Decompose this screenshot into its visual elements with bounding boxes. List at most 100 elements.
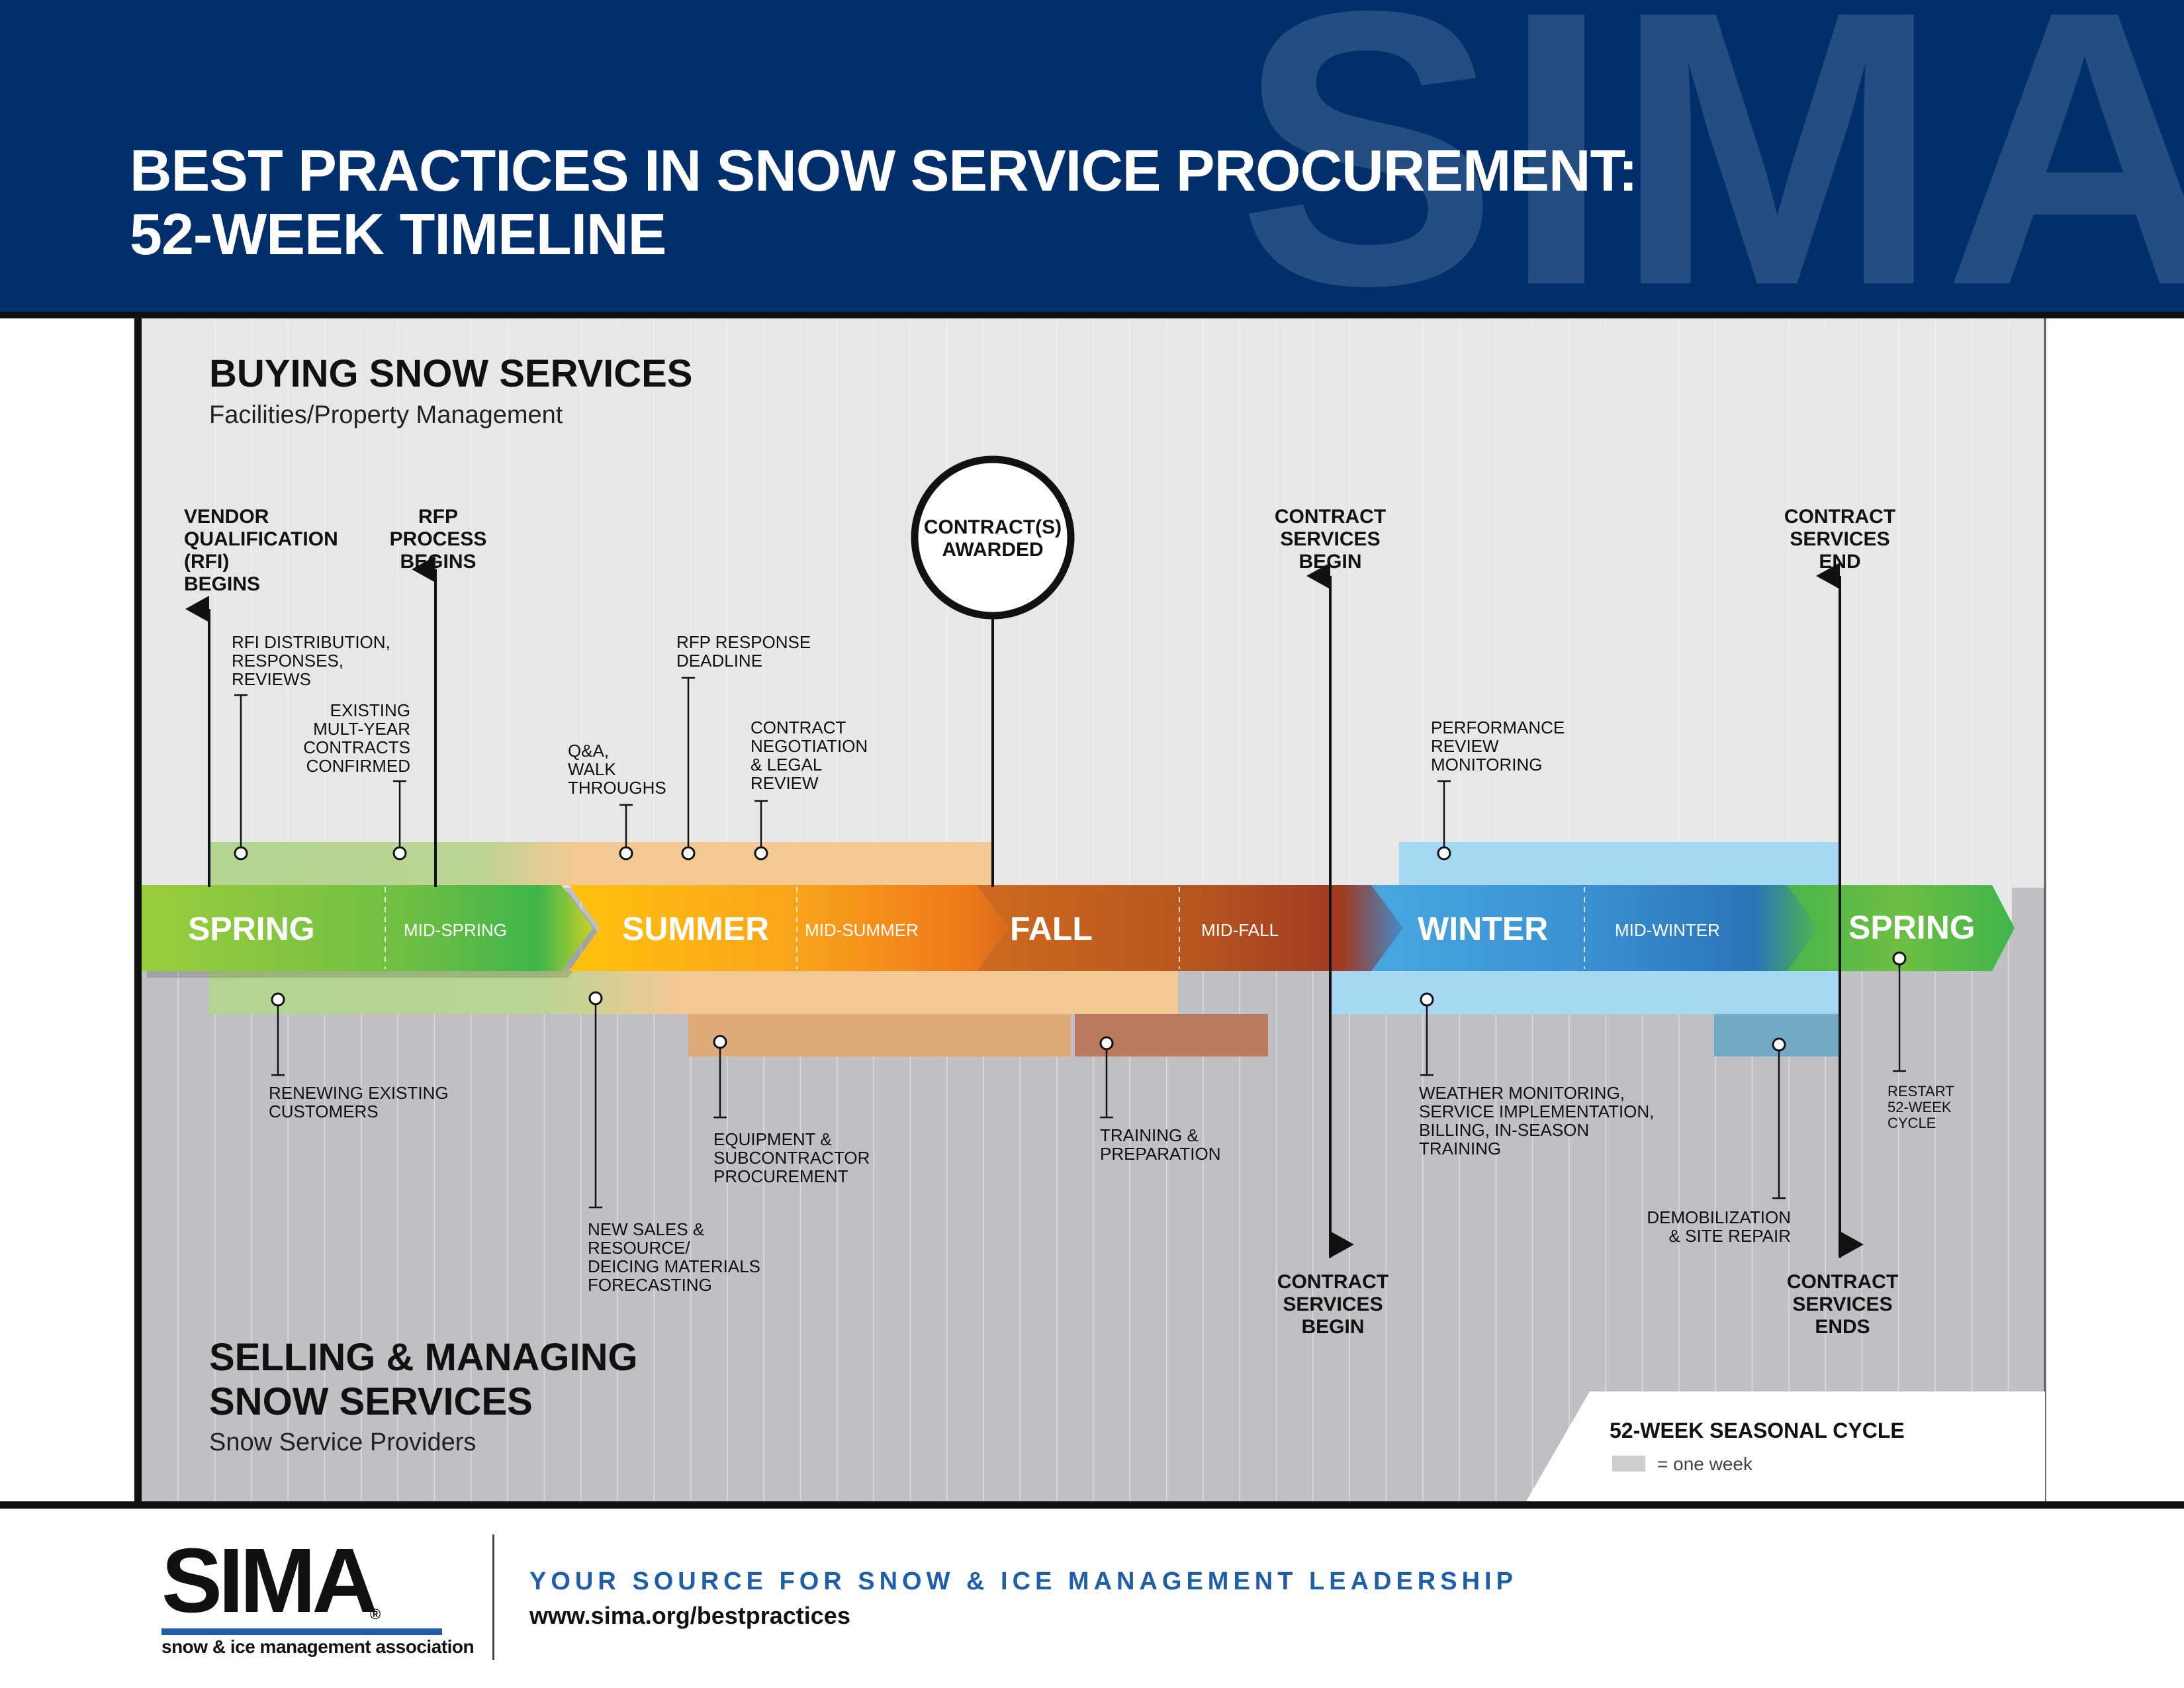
rfp-process-label-3: BEGINS xyxy=(400,551,476,573)
sima-logo: SIMA ® snow & ice management association xyxy=(161,1530,475,1657)
season-spring-end-arrow xyxy=(1787,885,2015,971)
pin-equipment xyxy=(713,1035,727,1049)
rfi-label-3: REVIEWS xyxy=(232,669,311,689)
legend-item: = one week xyxy=(1657,1454,1753,1474)
restart-label-2: 52-WEEK xyxy=(1888,1099,1952,1115)
rfp-process-label-2: PROCESS xyxy=(390,528,487,550)
logo-wordmark: SIMA xyxy=(161,1530,378,1632)
band-rfi-rfp xyxy=(209,842,993,886)
vendor-qual-label-3: (RFI) xyxy=(184,551,229,573)
title-line-2: 52-WEEK TIMELINE xyxy=(130,201,666,267)
new-sales-label-1: NEW SALES & xyxy=(588,1219,704,1239)
label-spring: SPRING xyxy=(188,910,315,947)
multi-year-label-1: EXISTING xyxy=(330,700,410,720)
footer-url[interactable]: www.sima.org/bestpractices xyxy=(529,1602,850,1629)
services-begin-top-2: SERVICES xyxy=(1280,528,1380,550)
performance-label-2: REVIEW xyxy=(1431,736,1499,756)
pin-rfi xyxy=(234,846,248,861)
legend-title: 52-WEEK SEASONAL CYCLE xyxy=(1610,1419,1905,1442)
page-title: BEST PRACTICES IN SNOW SERVICE PROCUREME… xyxy=(130,139,1638,267)
weather-label-2: SERVICE IMPLEMENTATION, xyxy=(1419,1102,1654,1121)
rfi-label-2: RESPONSES, xyxy=(232,651,343,671)
label-summer: SUMMER xyxy=(622,910,769,947)
performance-label-3: MONITORING xyxy=(1431,755,1543,774)
buying-subtitle: Facilities/Property Management xyxy=(209,401,563,429)
sima-watermark: SIMA xyxy=(1238,0,2184,314)
demob-label-1: DEMOBILIZATION xyxy=(1647,1207,1791,1227)
weather-label-1: WEATHER MONITORING, xyxy=(1419,1083,1625,1103)
band-service xyxy=(1332,968,1841,1014)
services-end-top-3: END xyxy=(1819,551,1860,573)
season-winter-arrow xyxy=(1371,885,1821,971)
weather-label-4: TRAINING xyxy=(1419,1139,1501,1158)
left-rule xyxy=(134,315,142,1507)
rfi-label-1: RFI DISTRIBUTION, xyxy=(232,632,390,652)
label-mid-fall: MID-FALL xyxy=(1201,920,1279,940)
services-ends-bottom-3: ENDS xyxy=(1815,1316,1870,1338)
multi-year-label-2: MULT-YEAR xyxy=(313,719,410,739)
footer-separator xyxy=(492,1534,494,1660)
label-mid-summer: MID-SUMMER xyxy=(805,920,919,940)
multi-year-label-4: CONFIRMED xyxy=(306,756,410,776)
buying-title: BUYING SNOW SERVICES xyxy=(209,352,693,395)
services-begin-bottom-3: BEGIN xyxy=(1301,1316,1364,1338)
logo-subtitle: snow & ice management association xyxy=(161,1636,475,1657)
pin-qa xyxy=(619,846,633,861)
negotiation-label-4: REVIEW xyxy=(751,773,819,793)
pin-restart xyxy=(1892,951,1907,966)
label-spring-end: SPRING xyxy=(1848,909,1976,946)
band-performance xyxy=(1399,842,1839,886)
demob-label-2: & SITE REPAIR xyxy=(1669,1226,1791,1246)
pin-performance xyxy=(1437,846,1451,861)
contract-awarded-circle xyxy=(911,455,1075,620)
header-banner: SIMA BEST PRACTICES IN SNOW SERVICE PROC… xyxy=(0,0,2184,314)
services-begin-top-3: BEGIN xyxy=(1298,551,1361,573)
services-ends-bottom-1: CONTRACT xyxy=(1787,1271,1898,1293)
band-equipment xyxy=(688,1014,1071,1056)
label-mid-spring: MID-SPRING xyxy=(404,920,507,940)
qa-label-2: WALK xyxy=(568,759,616,779)
pin-rfp-deadline xyxy=(681,846,696,861)
registered-icon: ® xyxy=(370,1606,381,1622)
footer-tagline: YOUR SOURCE FOR SNOW & ICE MANAGEMENT LE… xyxy=(529,1568,1518,1595)
header-rule xyxy=(0,312,2184,318)
performance-label-1: PERFORMANCE xyxy=(1431,718,1565,737)
renewing-label-2: CUSTOMERS xyxy=(269,1102,379,1121)
restart-label-3: CYCLE xyxy=(1888,1115,1936,1131)
negotiation-label-3: & LEGAL xyxy=(751,755,822,774)
legend-box xyxy=(1526,1391,2045,1501)
label-fall: FALL xyxy=(1010,910,1093,947)
footer-rule xyxy=(0,1501,2184,1509)
equipment-label-1: EQUIPMENT & xyxy=(713,1129,832,1149)
restart-label-1: RESTART xyxy=(1888,1083,1954,1100)
rfp-process-label-1: RFP xyxy=(418,506,458,528)
pin-renewing xyxy=(271,992,285,1007)
pin-weather xyxy=(1420,992,1434,1007)
logo-underline xyxy=(161,1628,442,1635)
selling-title-1: SELLING & MANAGING xyxy=(209,1336,638,1379)
pin-multi-year xyxy=(392,846,407,861)
training-label-2: PREPARATION xyxy=(1100,1144,1221,1164)
band-sales xyxy=(209,968,1178,1014)
selling-subtitle: Snow Service Providers xyxy=(209,1429,476,1456)
services-begin-bottom-2: SERVICES xyxy=(1283,1293,1383,1315)
vendor-qual-label-2: QUALIFICATION xyxy=(184,528,338,550)
pin-new-sales xyxy=(588,991,603,1006)
label-winter: WINTER xyxy=(1418,910,1548,947)
negotiation-label-2: NEGOTIATION xyxy=(751,736,868,756)
pin-demob xyxy=(1772,1037,1786,1052)
buying-panel xyxy=(142,318,2045,888)
services-end-top-2: SERVICES xyxy=(1790,528,1889,550)
services-begin-bottom-1: CONTRACT xyxy=(1277,1271,1388,1293)
new-sales-label-2: RESOURCE/ xyxy=(588,1238,690,1258)
pin-negotiation xyxy=(754,846,768,861)
selling-title-2: SNOW SERVICES xyxy=(209,1380,533,1423)
rfp-deadline-label-2: DEADLINE xyxy=(676,651,762,671)
services-begin-top-1: CONTRACT xyxy=(1275,506,1386,528)
renewing-label-1: RENEWING EXISTING xyxy=(269,1083,449,1103)
contract-awarded-line1: CONTRACT(S) xyxy=(924,516,1062,538)
new-sales-label-4: FORECASTING xyxy=(588,1275,712,1295)
weather-label-3: BILLING, IN-SEASON xyxy=(1419,1120,1589,1140)
rfp-deadline-label-1: RFP RESPONSE xyxy=(676,632,811,652)
legend-swatch xyxy=(1612,1456,1645,1472)
